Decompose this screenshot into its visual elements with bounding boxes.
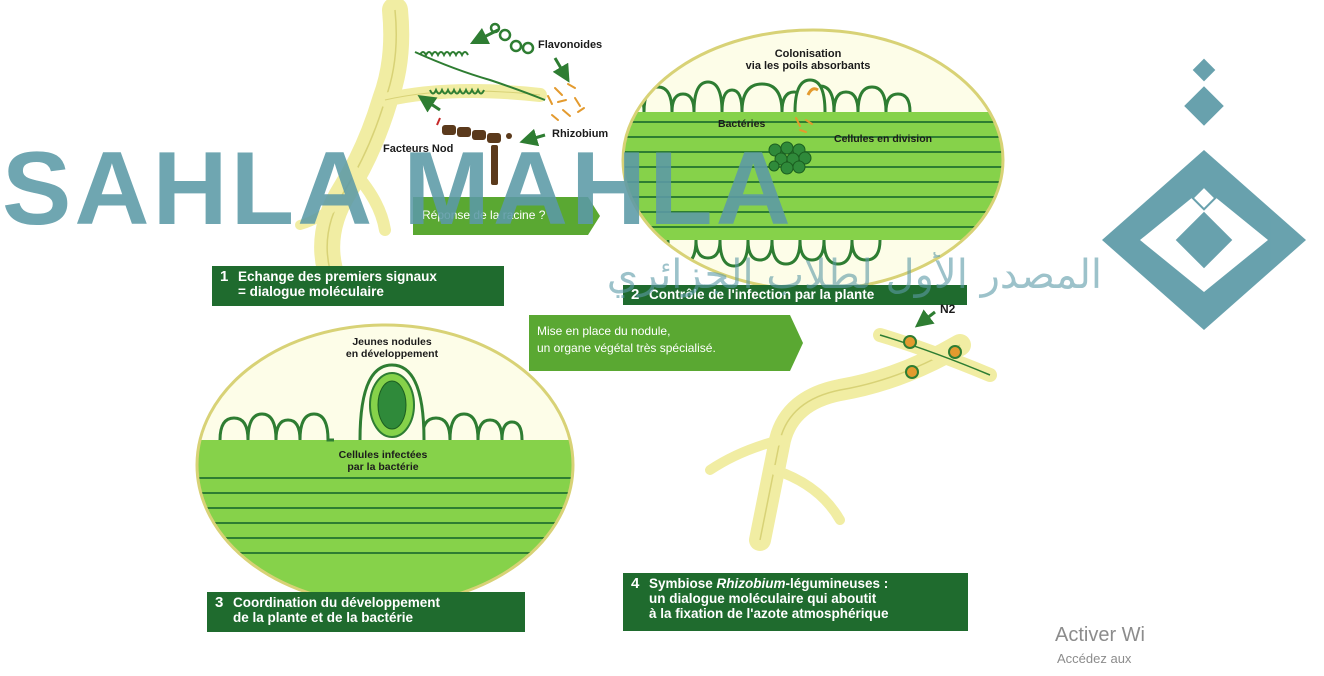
arrow2-line2: un organe végétal très spécialisé. (537, 340, 716, 357)
step3-number: 3 (215, 595, 233, 610)
colonisation-line2: via les poils absorbants (738, 60, 878, 72)
step3-line2: de la plante et de la bactérie (215, 610, 517, 625)
n2-arrow (922, 312, 935, 322)
arrow2-line1: Mise en place du nodule, (537, 323, 716, 340)
watermark-arabic: المصدر الأول لطلاب الجزائري (2, 252, 1102, 298)
step4-number: 4 (631, 576, 649, 591)
activation-subtitle: Accédez aux (1057, 651, 1131, 666)
step4-line2: un dialogue moléculaire qui aboutit (631, 591, 960, 606)
arrow2-text: Mise en place du nodule, un organe végét… (537, 323, 716, 357)
infectees-line2: par la bactérie (318, 461, 448, 473)
watermark-logo (1102, 59, 1306, 330)
step4-line1-italic: Rhizobium (717, 576, 786, 591)
n2-label: N2 (940, 303, 955, 315)
colonisation-label: Colonisation via les poils absorbants (738, 48, 878, 72)
cellules-infectees-label: Cellules infectées par la bactérie (318, 449, 448, 473)
step3-line1: Coordination du développement (233, 595, 440, 610)
jeunes-line1: Jeunes nodules (326, 336, 458, 348)
jeunes-line2: en développement (326, 348, 458, 360)
rhizobium-cluster (548, 84, 584, 120)
activation-title: Activer Wi (1055, 624, 1145, 647)
bacteries-label: Bactéries (718, 118, 765, 130)
nod-factor-arrow (425, 100, 440, 110)
watermark-latin: SAHLA MAHLA (2, 130, 794, 249)
flavonoid-arrow (478, 30, 498, 40)
step4-line1-a: Symbiose (649, 576, 717, 591)
infectees-line1: Cellules infectées (318, 449, 448, 461)
flavonoid-to-rhizobium-arrow (555, 58, 565, 75)
flavonoides-label: Flavonoides (538, 39, 602, 51)
colonisation-line1: Colonisation (738, 48, 878, 60)
jeunes-nodules-label: Jeunes nodules en développement (326, 336, 458, 360)
cellules-division-label: Cellules en division (834, 133, 932, 145)
flavonoid-molecules (491, 24, 533, 53)
step4-line3: à la fixation de l'azote atmosphérique (631, 606, 960, 621)
step4-line1-c: -légumineuses : (786, 576, 889, 591)
nod-factor-tip (437, 118, 440, 125)
